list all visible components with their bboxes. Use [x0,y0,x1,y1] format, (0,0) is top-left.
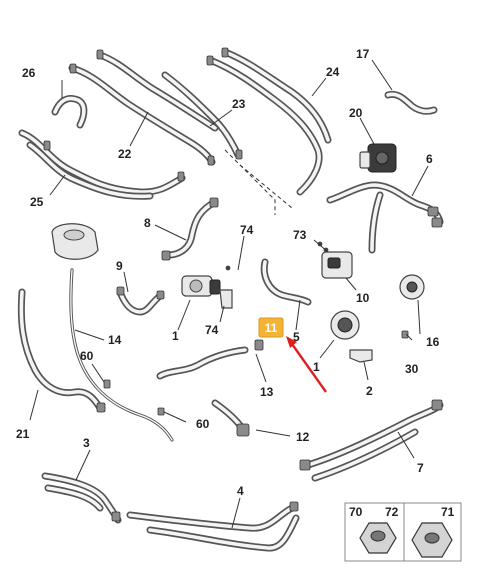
hose-8 [164,198,219,259]
hose-6 [326,181,444,254]
hose-14 [69,268,174,442]
callout-10: 10 [356,291,370,305]
inset-label-71: 71 [441,505,455,519]
callout-74b: 74 [205,323,219,337]
hose-22 [68,51,219,166]
callout-6: 6 [426,152,433,166]
bracket-2 [349,349,373,363]
hose-9 [116,288,164,316]
callout-16: 16 [426,335,440,349]
hose-17 [384,90,438,115]
callout-74a: 74 [240,223,254,237]
hex-nut-right [411,522,453,558]
hose-4 [126,504,300,552]
highlight-box [258,317,284,338]
callout-23: 23 [232,97,246,111]
hose-21 [17,288,104,412]
highlight-callout-11[interactable]: 11 [258,317,284,338]
callout-4: 4 [237,484,244,498]
callout-1: 1 [172,329,179,343]
bracket-74 [219,289,233,309]
red-pointer-arrow [286,336,327,393]
leader-lines [29,59,429,529]
callout-11: 11 [265,321,278,335]
callout-22: 22 [118,147,132,161]
hose-23 [161,71,242,159]
callout-24: 24 [326,65,340,79]
callout-26: 26 [22,66,36,80]
hose-24 [206,48,332,196]
pump-1b [330,310,360,340]
callout-8: 8 [144,216,151,230]
hose-clamps [43,47,443,522]
pump-1 [181,275,221,297]
callout-5: 5 [293,330,300,344]
callout-9: 9 [116,259,123,273]
clip-parts [103,241,409,416]
callout-3: 3 [83,436,90,450]
callout-20: 20 [349,106,363,120]
nut-inset: 70 72 71 [344,502,462,562]
callout-14: 14 [108,333,122,347]
hose-13 [156,346,249,380]
callout-30: 30 [405,362,419,376]
pump-16 [399,274,425,300]
valve-20 [359,143,397,173]
callout-60b: 60 [196,417,210,431]
thermostat-10 [321,251,353,279]
hose-3 [41,472,122,524]
callout-21: 21 [16,427,30,441]
callout-17: 17 [356,47,370,61]
inset-label-70: 70 [349,505,363,519]
callout-60a: 60 [80,349,94,363]
expansion-tank [51,223,99,260]
callout-7: 7 [417,461,424,475]
callout-13: 13 [260,385,274,399]
hex-nut-left [359,522,397,554]
dashed-guides [224,149,293,215]
callout-2: 2 [366,384,373,398]
callout-1b: 1 [313,360,320,374]
callout-12: 12 [296,430,310,444]
callout-73: 73 [293,228,307,242]
callout-labels: 26 22 23 24 17 20 6 25 8 74 73 9 10 1 74… [16,47,440,498]
hose-5 [260,258,312,306]
inset-label-72: 72 [385,505,399,519]
callout-25: 25 [30,195,44,209]
hose-26 [51,95,88,129]
